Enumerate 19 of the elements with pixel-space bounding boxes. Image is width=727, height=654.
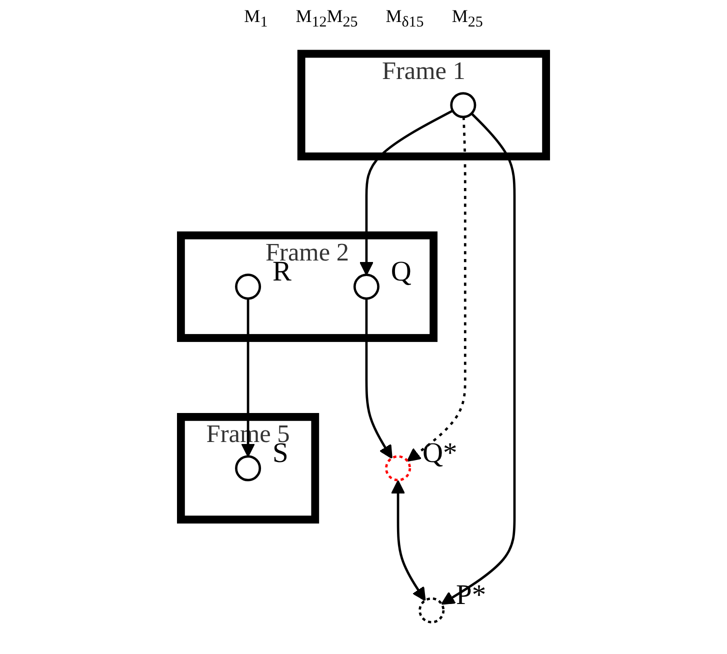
- arrow: [241, 298, 255, 457]
- label-text: M$_{1}$: [244, 6, 268, 32]
- node-circle: [385, 454, 412, 481]
- node-circle: [353, 273, 380, 300]
- point-label: Q: [390, 256, 412, 287]
- node-circle: [235, 454, 262, 481]
- point-label: Q*: [422, 438, 458, 469]
- arrow: [441, 112, 516, 604]
- node-circle: [418, 596, 445, 623]
- label-text: M$_{12}$M$_{25}$: [296, 6, 358, 32]
- arrow: [406, 116, 466, 462]
- arrow: [391, 480, 426, 601]
- cluster: Frame 1: [297, 49, 550, 160]
- arrow: [360, 109, 454, 276]
- label-text: M$_{δ15}$: [386, 6, 424, 32]
- node-circle: [450, 92, 476, 118]
- label-text: M$_{25}$: [452, 6, 483, 32]
- node-circle: [235, 273, 262, 300]
- arrow: [365, 298, 392, 458]
